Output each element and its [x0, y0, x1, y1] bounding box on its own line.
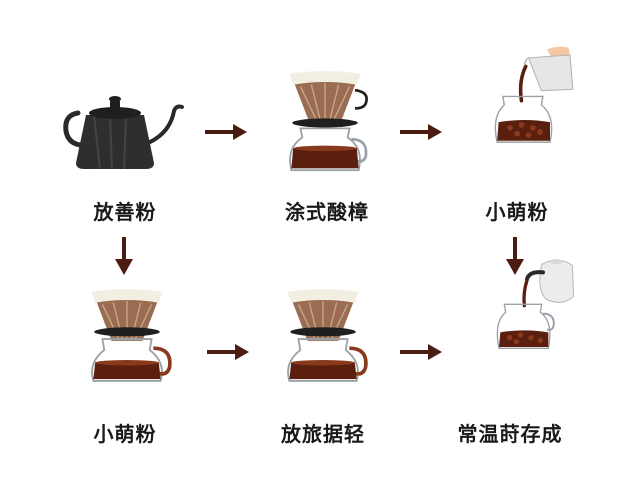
pour-over-dripper-icon — [91, 289, 172, 382]
step-6-label: 常温莳存成 — [457, 422, 563, 446]
step-4-label: 小萌粉 — [93, 422, 157, 446]
pour-over-dripper-icon — [289, 71, 368, 172]
step-2-label: 涂式酸樟 — [285, 200, 369, 224]
arrow-right-icon — [205, 124, 247, 140]
step-5-illustration — [248, 289, 398, 382]
arrow-down-icon — [506, 237, 524, 275]
carafe-pour-icon — [494, 46, 574, 143]
step-1-illustration — [50, 85, 200, 175]
step-4-illustration — [52, 289, 202, 382]
kettle-icon — [63, 96, 184, 170]
arrow-right-icon — [400, 124, 442, 140]
step-3-label: 小萌粉 — [485, 200, 549, 224]
step-6-illustration — [470, 255, 620, 349]
arrow-down-icon — [115, 237, 133, 275]
carafe-kettle-pour-icon — [496, 259, 575, 349]
step-3-illustration — [460, 45, 610, 143]
arrow-right-icon — [207, 344, 249, 360]
arrow-right-icon — [400, 344, 442, 360]
step-2-illustration — [250, 71, 400, 172]
step-5-label: 放旅据轻 — [281, 422, 365, 446]
step-1-label: 放善粉 — [93, 200, 157, 224]
pour-over-dripper-icon — [287, 289, 368, 382]
